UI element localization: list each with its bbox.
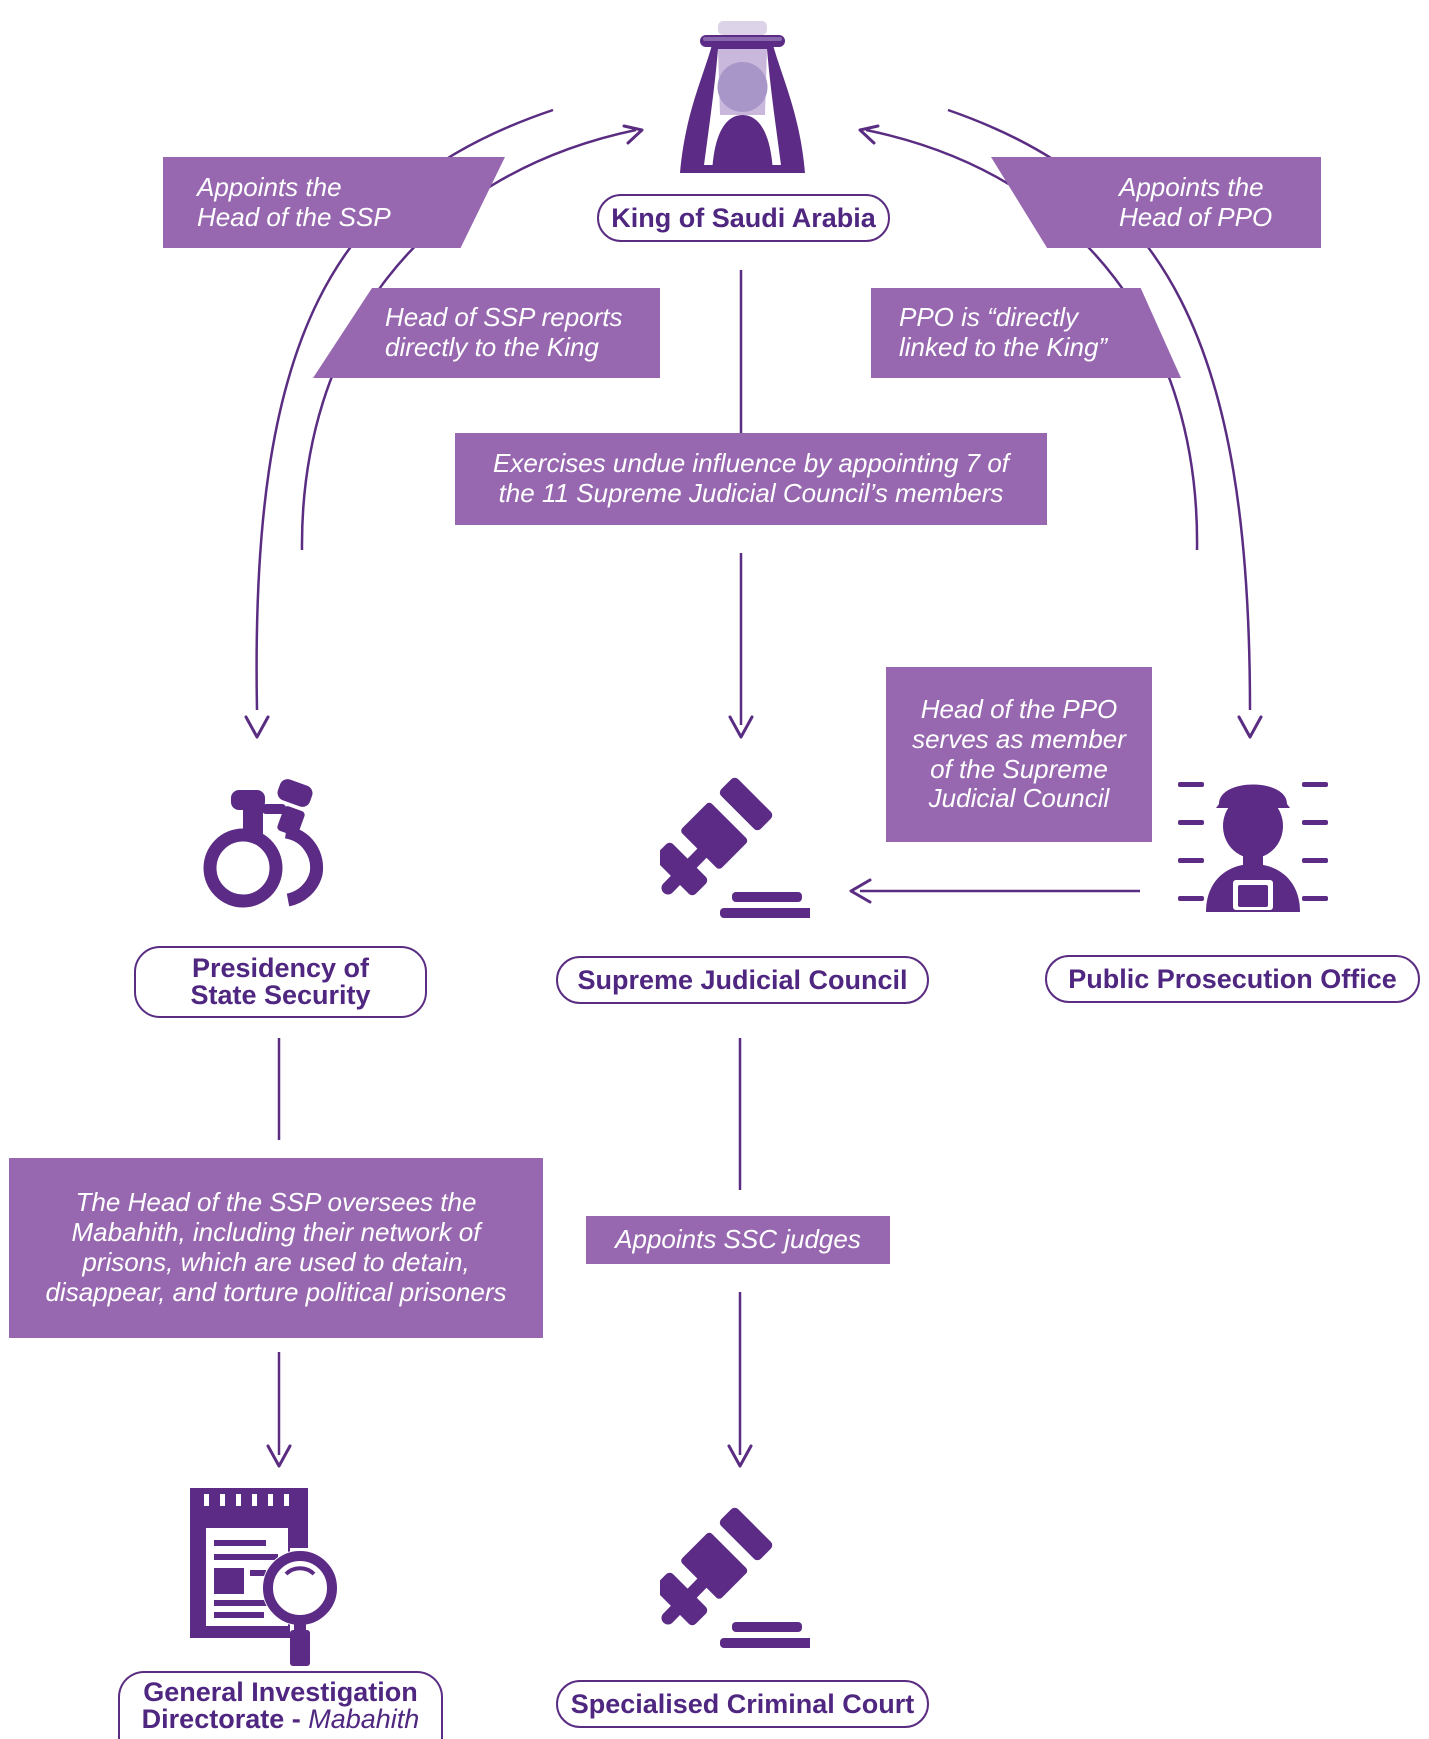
arrowhead-king-right: [858, 124, 880, 145]
arc-king-to-ssp: [255, 108, 554, 711]
gavel-icon: [660, 777, 810, 918]
arrowhead-gid: [266, 1444, 292, 1468]
node-sjc: Supreme Judicial Council: [556, 956, 929, 1004]
arc-king-to-ppo: [947, 108, 1252, 711]
king-icon: [680, 21, 805, 173]
prisoner-icon: [1178, 782, 1328, 912]
arrowhead-scc: [727, 1444, 753, 1468]
node-gid: General Investigation Directorate - Maba…: [118, 1671, 443, 1739]
handcuffs-icon: [203, 779, 324, 908]
arrowhead-king-left: [622, 124, 644, 145]
arrowhead-ppo-sjc: [849, 878, 872, 904]
node-ppo: Public Prosecution Office: [1045, 955, 1420, 1003]
node-scc: Specialised Criminal Court: [556, 1680, 929, 1728]
arrowhead-ssp: [244, 715, 270, 739]
gavel-icon-scc: [660, 1507, 810, 1648]
arrowhead-sjc: [728, 715, 754, 739]
label-appoints-scc: Appoints SSC judges: [586, 1216, 890, 1264]
arc-ssp-to-king: [300, 128, 637, 551]
arrowhead-ppo: [1237, 715, 1263, 739]
node-king: King of Saudi Arabia: [597, 194, 890, 242]
investigation-document-icon: [190, 1488, 338, 1666]
label-undue-influence: Exercises undue influence by appointing …: [455, 433, 1047, 525]
arc-ppo-to-king: [865, 128, 1199, 551]
